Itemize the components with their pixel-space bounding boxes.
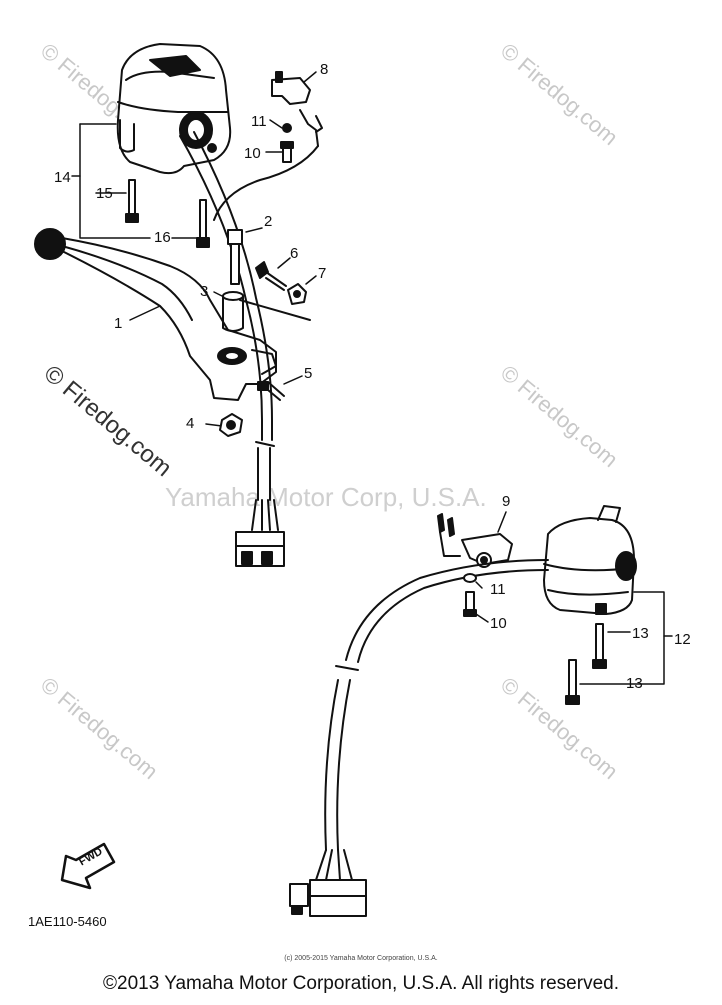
callout-11-right: 11: [490, 581, 506, 598]
callout-13-upper: 13: [632, 625, 649, 642]
part-11-washer-right: [463, 573, 477, 583]
part-1-lever: [34, 228, 311, 401]
callout-12: 12: [674, 631, 691, 648]
callout-16: 16: [154, 229, 171, 246]
part-8-switch: [213, 71, 323, 221]
callout-10-left: 10: [244, 145, 261, 162]
part-13-screw-lower: [565, 659, 580, 705]
callout-7: 7: [318, 265, 327, 282]
callout-leaders-left: [71, 71, 317, 427]
diagram-part-code: 1AE110-5460: [28, 914, 107, 929]
part-4-nut: [219, 413, 243, 437]
callout-9: 9: [502, 493, 511, 510]
footer-small-copyright: (c) 2005-2015 Yamaha Motor Corporation, …: [284, 955, 438, 962]
right-wire-harness: [289, 559, 549, 917]
part-13-screw-upper: [592, 623, 607, 669]
left-wire-harness: [179, 131, 285, 567]
callout-leaders-right: [475, 511, 673, 685]
callout-2: 2: [264, 213, 273, 230]
part-10-screw-right: [463, 591, 477, 617]
callout-10-right: 10: [490, 615, 507, 632]
part-6-bolt: [255, 261, 287, 291]
part-3-collar: [222, 291, 244, 332]
left-switch-housing: [116, 43, 232, 175]
callout-13-lower: 13: [626, 675, 643, 692]
callout-1: 1: [114, 315, 123, 332]
watermark-yamaha-center: Yamaha Motor Corp, U.S.A.: [165, 482, 487, 512]
part-16-screw: [196, 199, 210, 248]
callout-3: 3: [200, 283, 209, 300]
part-7-nut: [287, 283, 307, 305]
callout-8: 8: [320, 61, 329, 78]
callout-4: 4: [186, 415, 195, 432]
callout-6: 6: [290, 245, 299, 262]
callout-11-left: 11: [251, 113, 267, 130]
part-15-screw: [125, 179, 139, 223]
part-2-bolt: [227, 229, 243, 285]
part-5-screw: [257, 381, 285, 401]
fwd-arrow-icon: [60, 842, 116, 890]
callout-5: 5: [304, 365, 313, 382]
part-9-switch: [437, 513, 513, 568]
callout-14: 14: [54, 169, 71, 186]
footer-copyright: ©2013 Yamaha Motor Corporation, U.S.A. A…: [103, 973, 619, 994]
right-switch-housing: [543, 505, 637, 615]
callout-15: 15: [96, 185, 113, 202]
